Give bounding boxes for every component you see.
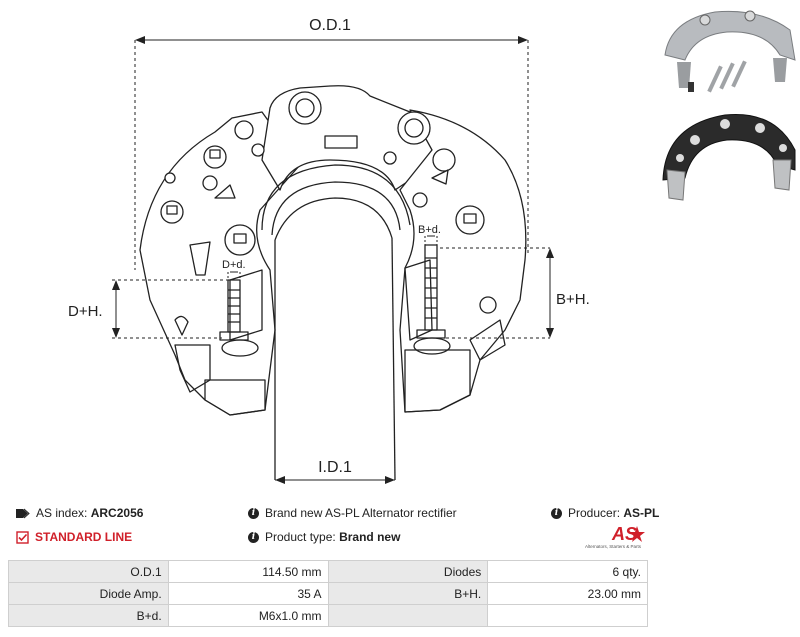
id-label: I.D.1 xyxy=(318,459,352,476)
as-index-row: AS index: ARC2056 xyxy=(16,506,143,520)
logo-tagline: Alternators, Starters & Parts xyxy=(585,544,642,549)
info-icon: i xyxy=(248,507,259,519)
spec-value: 6 qty. xyxy=(487,560,648,583)
producer-row: i Producer: AS-PL xyxy=(551,506,659,520)
dh-label: D+H. xyxy=(68,303,103,320)
spec-table: O.D.1 114.50 mm Diodes 6 qty. Diode Amp.… xyxy=(8,560,648,627)
as-index-label: AS index: xyxy=(36,506,88,520)
spec-value xyxy=(487,604,648,627)
table-row: B+d. M6x1.0 mm xyxy=(8,604,648,627)
logo-mark: AS xyxy=(611,524,645,544)
technical-drawing: O.D.1 I.D.1 B+H. D+H. D+d. B+d. xyxy=(68,17,590,484)
product-photos xyxy=(662,10,796,201)
product-type-label: Product type: xyxy=(265,530,336,544)
table-row: O.D.1 114.50 mm Diodes 6 qty. xyxy=(8,560,648,583)
product-type-row: i Product type: Brand new xyxy=(248,530,400,544)
product-type-value: Brand new xyxy=(339,530,401,544)
dd-label: D+d. xyxy=(222,259,246,271)
checkbox-checked-icon xyxy=(16,530,29,544)
spec-label: B+H. xyxy=(327,582,489,605)
spec-value: 35 A xyxy=(167,582,329,605)
as-index-value: ARC2056 xyxy=(90,506,144,520)
spec-value: 114.50 mm xyxy=(167,560,329,583)
spec-value: 23.00 mm xyxy=(487,582,648,605)
description-row: i Brand new AS-PL Alternator rectifier xyxy=(248,506,457,520)
producer-label: Producer: xyxy=(568,506,621,520)
photo-silver-rectifier xyxy=(664,10,796,93)
description-text: Brand new AS-PL Alternator rectifier xyxy=(265,506,457,520)
spec-label: Diodes xyxy=(327,560,489,583)
spec-value: M6x1.0 mm xyxy=(167,604,329,627)
as-pl-logo: AS Alternators, Starters & Parts xyxy=(585,522,649,552)
spec-label: Diode Amp. xyxy=(8,582,169,605)
info-icon: i xyxy=(551,507,562,519)
bd-label: B+d. xyxy=(418,224,441,236)
producer-value: AS-PL xyxy=(623,506,660,520)
standard-line-row: STANDARD LINE xyxy=(16,530,132,544)
spec-label: B+d. xyxy=(8,604,169,627)
spec-label xyxy=(327,604,489,627)
table-row: Diode Amp. 35 A B+H. 23.00 mm xyxy=(8,582,648,605)
spec-label: O.D.1 xyxy=(8,560,169,583)
logo-mark-text: AS xyxy=(611,524,637,544)
standard-line-label: STANDARD LINE xyxy=(35,530,133,544)
od-label: O.D.1 xyxy=(309,17,351,34)
tag-icon xyxy=(16,508,30,518)
bh-label: B+H. xyxy=(556,291,590,308)
photo-black-rectifier xyxy=(662,113,796,201)
info-icon: i xyxy=(248,531,259,543)
